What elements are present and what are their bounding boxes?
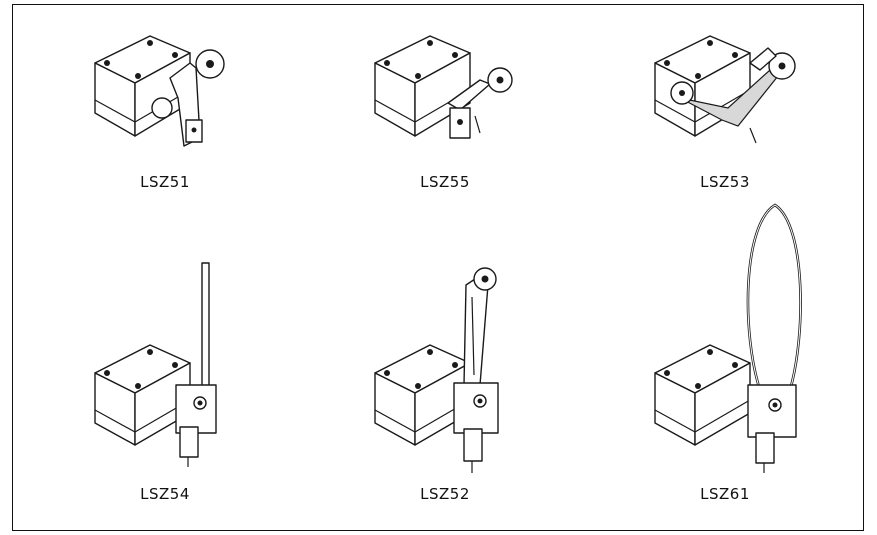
switch-lsz54: LSZ54 <box>50 205 280 505</box>
switch-lsz52-drawing <box>374 267 499 473</box>
switch-lsz55-label: LSZ55 <box>420 173 470 191</box>
switch-lsz55-drawing <box>374 35 513 139</box>
switch-lsz53-label: LSZ53 <box>700 173 750 191</box>
switch-lsz52-label: LSZ52 <box>420 485 470 503</box>
switch-lsz54-drawing <box>94 262 217 467</box>
switch-lsz51: LSZ51 <box>50 8 280 208</box>
figure-frame <box>12 4 864 531</box>
switch-lsz51-label: LSZ51 <box>140 173 190 191</box>
switch-lsz53-drawing <box>654 35 796 144</box>
switch-lsz61: LSZ61 <box>610 203 840 505</box>
switch-lsz55: LSZ55 <box>330 8 560 208</box>
switch-lsz61-label: LSZ61 <box>700 485 750 503</box>
switch-lsz52: LSZ52 <box>330 205 560 505</box>
switch-lsz61-drawing <box>654 203 802 473</box>
switch-lsz51-drawing <box>94 35 225 147</box>
switch-lsz54-label: LSZ54 <box>140 485 190 503</box>
switch-lsz53: LSZ53 <box>610 8 840 208</box>
